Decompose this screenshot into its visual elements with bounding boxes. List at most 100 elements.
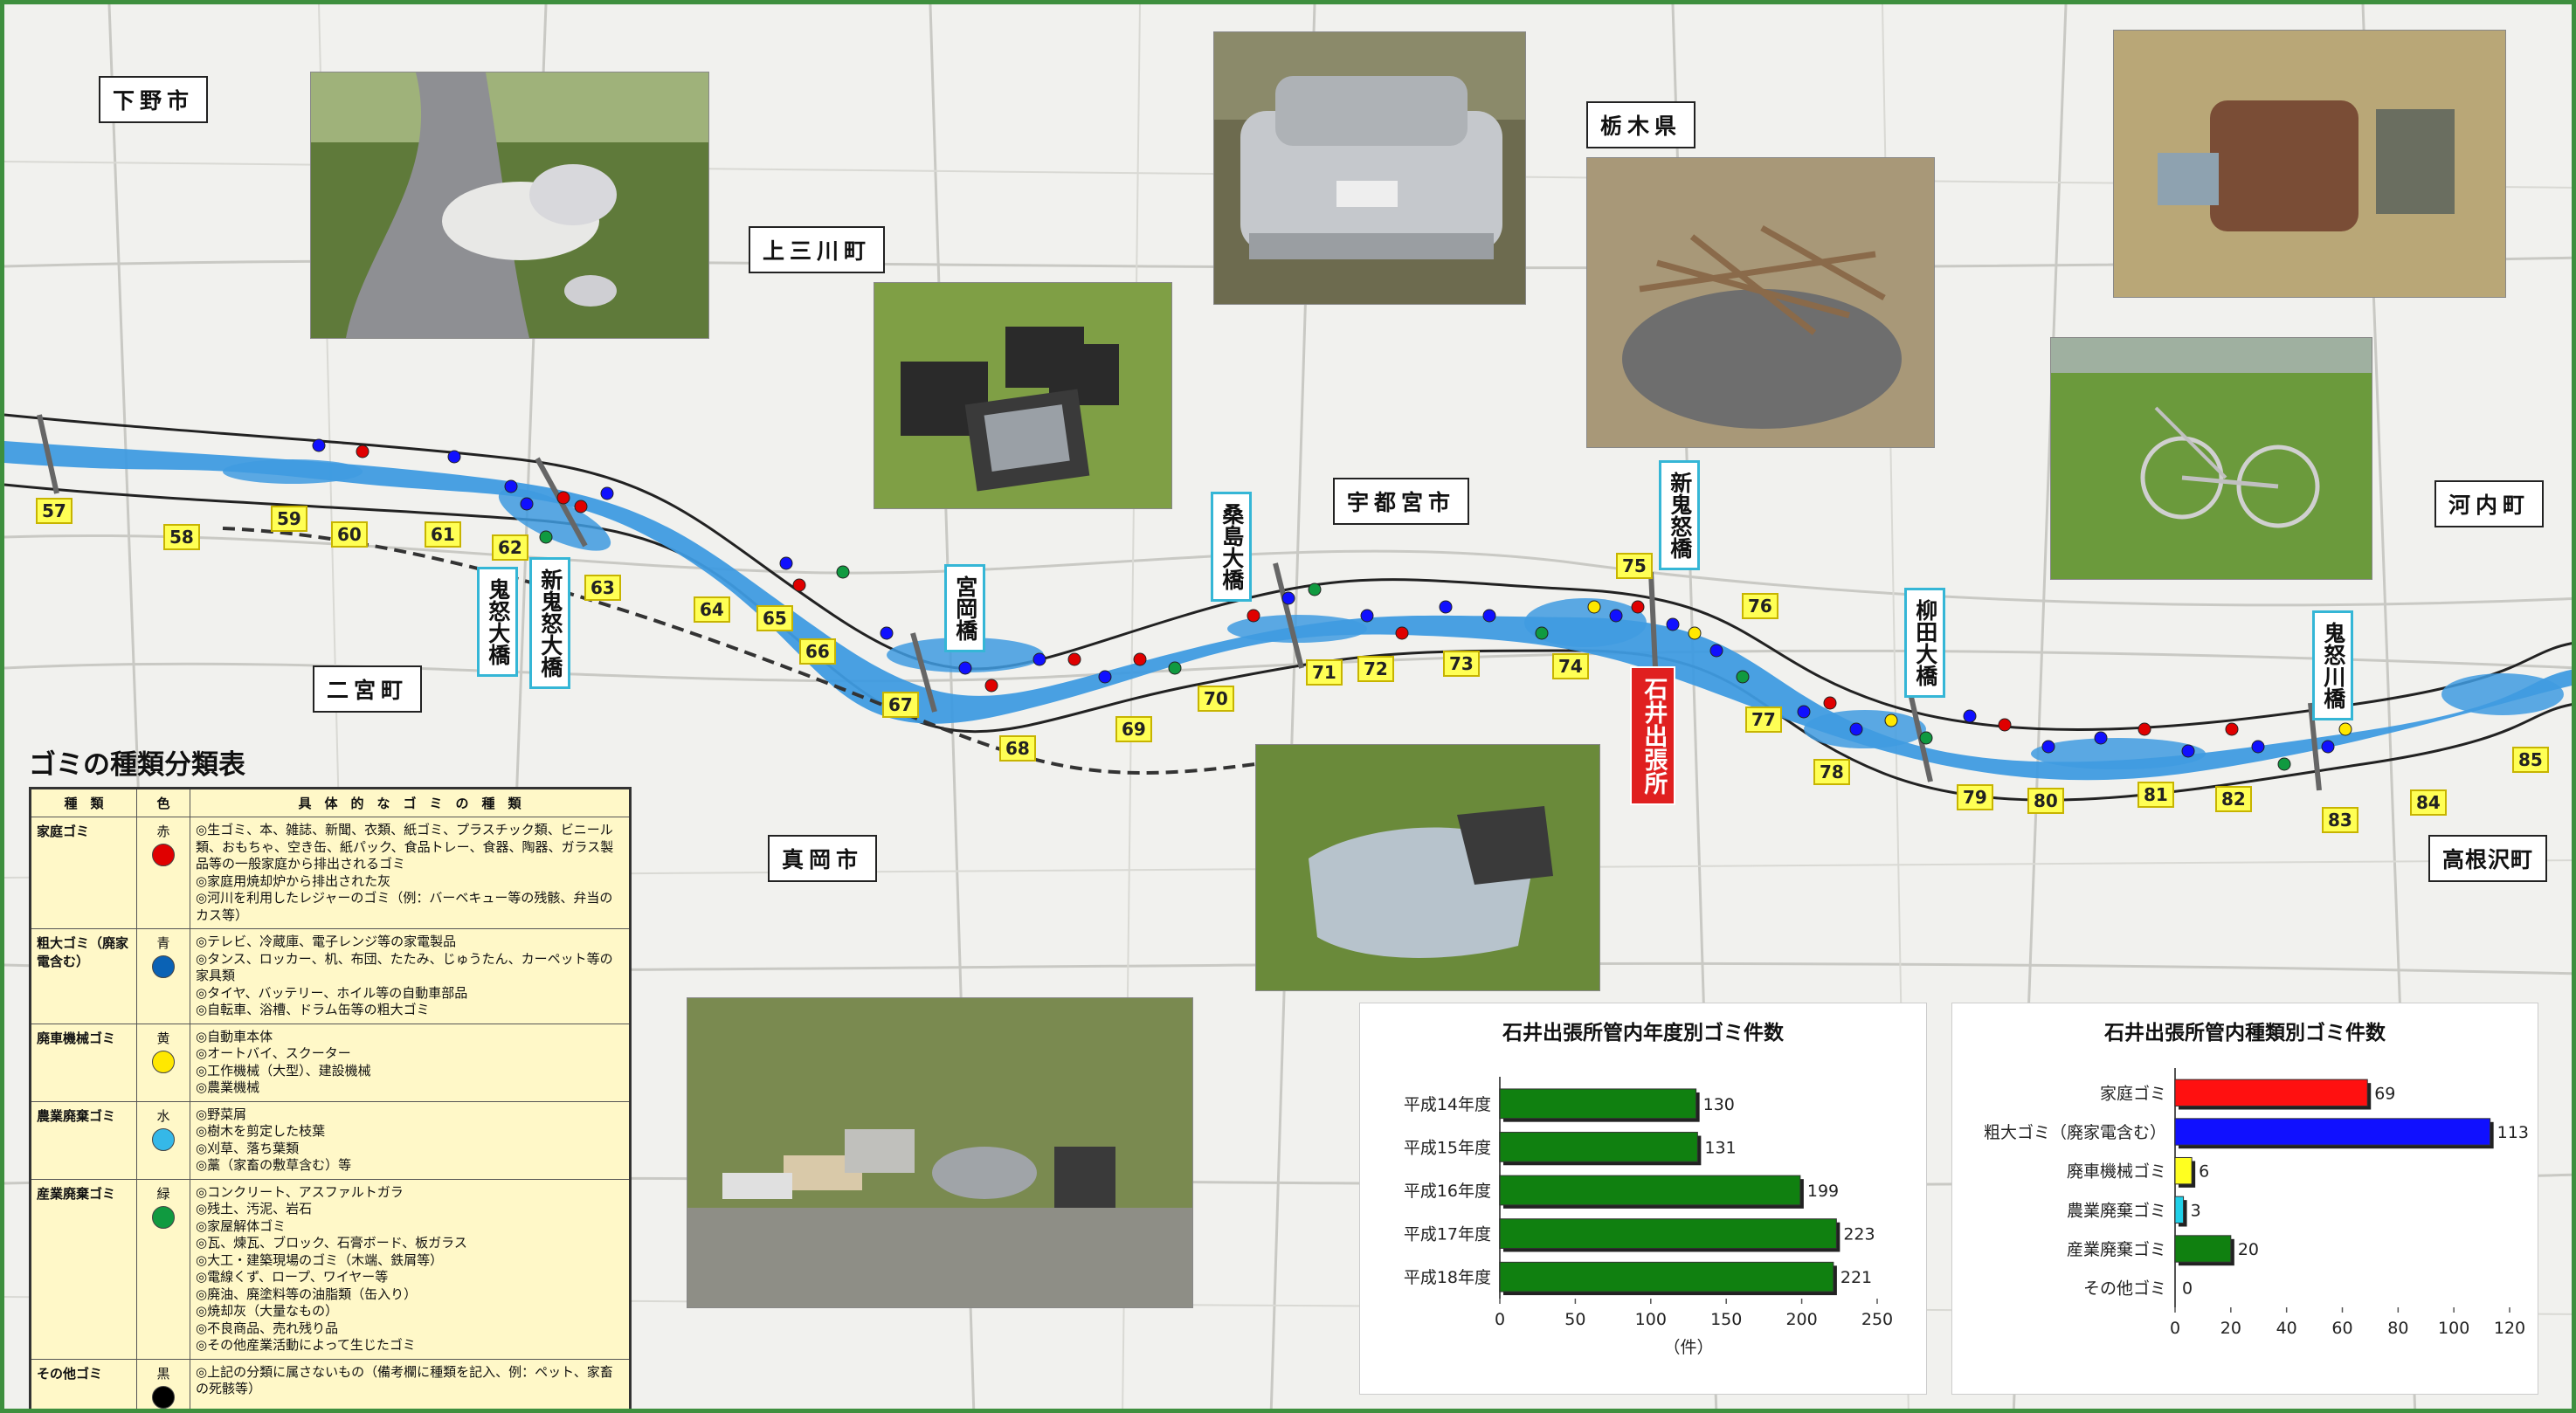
category-label: 産業廃棄ゴミ [2067,1240,2166,1259]
legend-header-row: 種 類 色 具 体 的 な ゴ ミ の 種 類 [30,788,631,817]
category-label: 平成18年度 [1404,1268,1491,1287]
legend-row-industrial: 産業廃棄ゴミ 緑 ◎コンクリート、アスファルトガラ ◎残土、汚泥、岩石 ◎家屋解… [30,1178,631,1360]
legend-title: ゴミの種類分類表 [29,749,245,781]
bridge-label-miyaoka: 宮岡橋 [944,564,985,652]
value-label: 131 [1704,1138,1736,1157]
legend-example: ◎瓦、煉瓦、ブロック、石膏ボード、板ガラス [196,1235,467,1251]
legend-color-name: 青 [156,935,170,951]
bar [1499,1175,1801,1206]
legend-color-name: 赤 [156,824,170,839]
legend-example: ◎オートバイ、スクーター [196,1045,351,1061]
x-tick-label: 20 [2220,1319,2241,1338]
legend-example: ◎タンス、ロッカー、机、布団、たたみ、じゅうたん、カーペット等の家具類 [196,950,613,984]
legend-example: ◎不良商品、売れ残り品 [196,1320,339,1336]
place-label-kaminokawa: 上三川町 [749,226,886,273]
photo-roadside-trash [310,72,709,339]
legend-color-name: 水 [156,1107,170,1124]
km-marker: 67 [882,692,919,718]
legend-example: ◎野菜屑 [196,1106,247,1122]
bridge-label-kinugawa: 鬼怒川橋 [2312,610,2353,720]
x-tick-label: 120 [2494,1319,2525,1338]
km-marker: 80 [2027,788,2064,814]
bridge-label-kuwajima: 桑島大橋 [1211,492,1252,602]
legend-example: ◎河川を利用したレジャーのゴミ（例：バーベキュー等の残骸、弁当のカス等） [196,890,613,923]
km-marker: 83 [2322,807,2358,833]
category-label: 廃車機械ゴミ [2067,1162,2166,1182]
waste-type-legend: ゴミの種類分類表 種 類 色 具 体 的 な ゴ ミ の 種 類 家庭ゴミ 赤 … [29,742,632,1409]
photo-debris-pile [1586,157,1935,448]
km-marker: 69 [1115,716,1152,742]
km-marker: 78 [1813,759,1850,785]
km-marker: 77 [1745,706,1782,733]
km-marker: 73 [1443,651,1480,677]
legend-example: ◎家屋解体ゴミ [196,1217,287,1234]
category-label: 農業廃棄ゴミ [2067,1201,2166,1220]
legend-example: ◎大工・建築現場のゴミ（木端、鉄屑等） [196,1251,444,1268]
km-marker: 62 [492,534,528,561]
legend-table: 種 類 色 具 体 的 な ゴ ミ の 種 類 家庭ゴミ 赤 ◎生ゴミ、本、雑誌… [29,787,632,1409]
legend-header-examples: 具 体 的 な ゴ ミ の 種 類 [190,788,631,817]
place-label-shimotsuke: 下野市 [99,76,209,123]
legend-category: 産業廃棄ゴミ [30,1178,137,1360]
legend-category: 粗大ゴミ（廃家電含む） [30,928,137,1024]
office-label-ishii: 石井出張所 [1630,666,1676,805]
category-label: 家庭ゴミ [2100,1084,2166,1103]
value-label: 130 [1703,1095,1735,1114]
km-marker: 71 [1306,659,1343,686]
km-marker: 61 [425,521,461,548]
legend-example: ◎残土、汚泥、岩石 [196,1201,313,1217]
bar [2174,1079,2368,1107]
bridge-label-shinkinu-o: 新鬼怒大橋 [529,557,570,689]
x-tick-label: 150 [1710,1310,1742,1329]
legend-example: ◎藁（家畜の敷草含む）等 [196,1157,352,1173]
legend-category: 農業廃棄ゴミ [30,1100,137,1180]
x-tick-label: 0 [1495,1310,1505,1329]
km-marker: 59 [271,506,307,532]
category-label: 平成15年度 [1404,1138,1491,1157]
legend-example: ◎樹木を剪定した枝葉 [196,1123,326,1139]
category-label: 粗大ゴミ（廃家電含む） [1984,1123,2166,1142]
place-label-moka: 真岡市 [768,835,878,882]
legend-example: ◎生ゴミ、本、雑誌、新聞、衣類、紙ゴミ、プラスチック類、ビニール類、おもちゃ、空… [196,822,614,872]
km-marker: 82 [2215,786,2252,812]
chart-title: 石井出張所管内種類別ゴミ件数 [2104,1022,2386,1044]
bar [2174,1235,2232,1263]
km-marker: 76 [1742,593,1778,619]
value-label: 199 [1807,1182,1839,1201]
place-label-tochigi: 栃木県 [1586,101,1696,148]
place-label-ninomiya: 二宮町 [313,665,423,713]
x-tick-label: 250 [1861,1310,1893,1329]
x-tick-label: 0 [2170,1319,2180,1338]
legend-color-dot [152,1205,175,1229]
bar [1499,1132,1698,1162]
place-label-takanezawa: 高根沢町 [2428,835,2548,882]
bar [1499,1218,1837,1249]
legend-color-name: 黄 [156,1030,170,1046]
km-marker: 79 [1957,784,1993,810]
category-label: 平成17年度 [1404,1225,1491,1244]
value-label: 6 [2199,1162,2209,1182]
bridge-label-kinugawa-o: 鬼怒大橋 [477,567,518,677]
category-label: 平成16年度 [1404,1182,1491,1201]
legend-example: ◎農業機械 [196,1079,260,1095]
km-marker: 66 [799,638,836,665]
x-tick-label: 200 [1785,1310,1817,1329]
x-tick-label: 80 [2387,1319,2408,1338]
km-marker: 64 [694,596,730,623]
value-label: 113 [2497,1123,2529,1142]
photo-scattered-trash [687,997,1193,1308]
place-label-kawachi: 河内町 [2434,480,2545,527]
legend-example: ◎電線くず、ロープ、ワイヤー等 [196,1269,389,1285]
bar [1499,1261,1834,1292]
bar [2174,1118,2491,1146]
legend-color-name: 黒 [156,1365,170,1382]
legend-example: ◎自動車本体 [196,1028,273,1044]
x-tick-label: 60 [2331,1319,2352,1338]
legend-example: ◎家庭用焼却炉から排出された灰 [196,872,391,889]
km-marker: 81 [2137,782,2174,808]
value-label: 221 [1840,1268,1872,1287]
legend-category: その他ゴミ [30,1358,137,1409]
